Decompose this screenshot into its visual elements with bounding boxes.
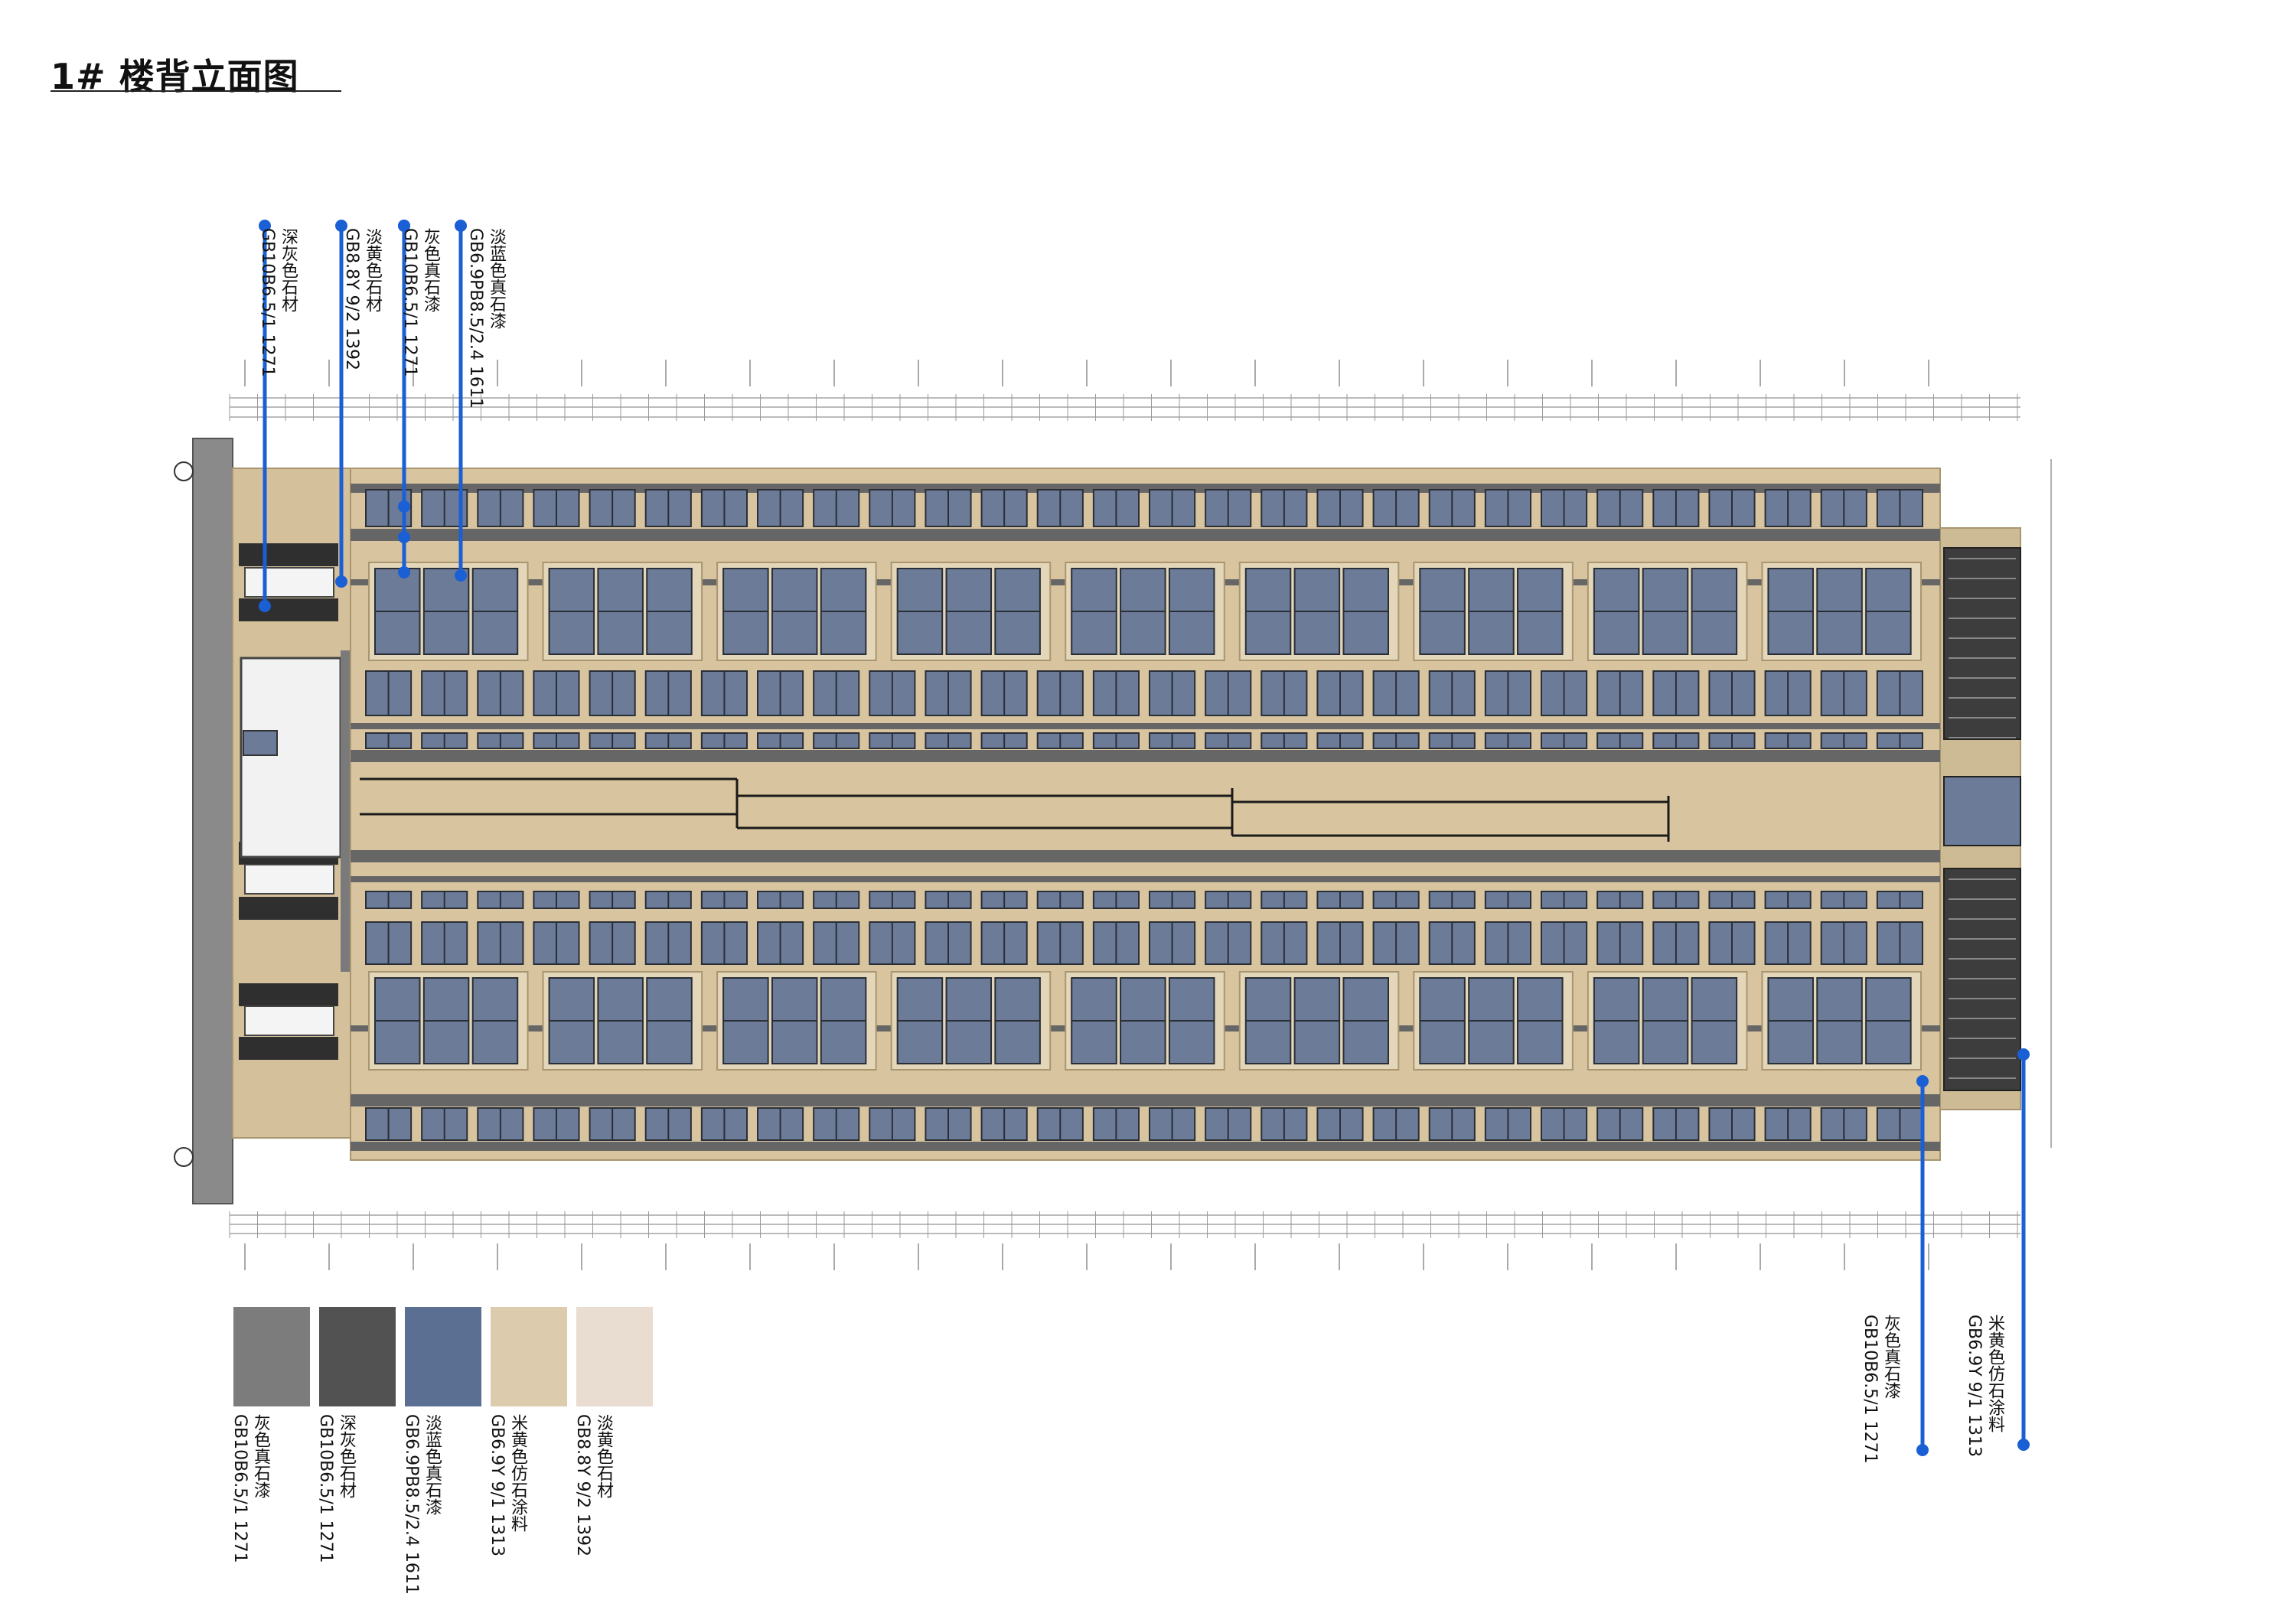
legend-label-1-name: 灰色真石漆 [251,1414,270,1498]
callout-bottom-1-name: 灰色真石漆 [1881,1315,1900,1399]
callout-top-4: 淡蓝色真石漆 GB6.9PB8.5/2.4 1611 [465,228,507,409]
callout-dot-top-4 [398,220,410,232]
core-dark-band-3 [239,897,338,920]
callout-dot-top-0 [259,220,271,232]
callout-bottom-2-code: GB6.9Y 9/1 1313 [1965,1315,1984,1457]
callout-bottom-1-code: GB10B6.5/1 1271 [1861,1315,1880,1464]
callout-markers [259,220,2030,1456]
callout-dot-bottom-start-0 [1916,1075,1929,1087]
callout-dot-bottom-start-1 [2017,1048,2030,1061]
callout-top-3-name: 灰色真石漆 [421,228,440,312]
legend-label-3-name: 淡蓝色真石漆 [422,1414,442,1515]
callout-dot-top-5 [455,220,467,232]
grid-bubble-1 [174,1147,194,1167]
gray-band-4 [351,750,1940,762]
title-underline [51,90,341,92]
callout-dot-bottom-end-0 [1916,1444,1929,1456]
callout-bottom-2-name: 米黄色仿石涂料 [1985,1315,2004,1432]
legend-label-1-code: GB10B6.5/1 1271 [230,1414,249,1563]
core-dark-band-1 [239,598,338,621]
legend-swatch-light-yellow [576,1307,653,1406]
callout-top-1-code: GB10B6.5/1 1271 [258,228,277,377]
gray-band-5 [351,850,1940,862]
callout-top-4-name: 淡蓝色真石漆 [487,228,506,329]
dimension-lines [174,360,2052,1270]
gray-band-0 [351,484,1940,493]
core-opening-0 [244,567,334,598]
legend-label-4-name: 米黄色仿石涂料 [508,1414,527,1532]
building-elevation [192,438,2021,1204]
legend-swatch-dark-gray [319,1307,396,1406]
callout-top-3: 灰色真石漆 GB10B6.5/1 1271 [400,228,441,377]
gray-band-6 [351,876,1940,882]
louver-block-0 [1943,547,2021,740]
legend-swatch-beige [491,1307,567,1406]
legend-label-4-code: GB6.9Y 9/1 1313 [488,1414,507,1556]
legend-swatch-gray [233,1307,310,1406]
legend-label-1: 灰色真石漆 GB10B6.5/1 1271 [230,1414,271,1563]
legend-swatch-light-blue [405,1307,481,1406]
legend-label-3: 淡蓝色真石漆 GB6.9PB8.5/2.4 1611 [401,1414,442,1595]
gray-band-3 [351,723,1940,729]
core-dark-band-0 [239,543,338,566]
core-opening-1 [244,864,334,895]
callout-top-1: 深灰色石材 GB10B6.5/1 1271 [257,228,298,377]
callout-top-2: 淡黄色石材 GB8.8Y 9/2 1392 [341,228,383,370]
callout-dot-end-1 [335,575,347,588]
callout-dot-end-4 [398,566,410,578]
gray-band-1 [351,529,1940,541]
core-dark-band-5 [239,1037,338,1060]
gray-band-9 [351,1142,1940,1151]
core-divider [341,650,351,972]
core-small-window [243,730,278,756]
gray-band-8 [351,1094,1940,1106]
legend-label-3-code: GB6.9PB8.5/2.4 1611 [402,1414,421,1595]
grid-bubble-0 [174,461,194,481]
core-dark-band-4 [239,983,338,1006]
legend-label-2: 深灰色石材 GB10B6.5/1 1271 [315,1414,357,1563]
callout-bottom-2: 米黄色仿石涂料 GB6.9Y 9/1 1313 [1964,1315,2005,1457]
legend-label-5: 淡黄色石材 GB8.8Y 9/2 1392 [572,1414,614,1556]
callout-dot-end-0 [259,600,271,612]
right-glass-panel [1943,776,2021,846]
legend-label-5-code: GB8.8Y 9/2 1392 [573,1414,592,1556]
callout-dot-end-5 [455,569,467,582]
callout-top-2-code: GB8.8Y 9/2 1392 [342,228,361,370]
legend-label-4: 米黄色仿石涂料 GB6.9Y 9/1 1313 [487,1414,528,1556]
callout-bottom-1: 灰色真石漆 GB10B6.5/1 1271 [1860,1315,1901,1464]
callout-dot-bottom-end-1 [2017,1439,2030,1451]
callout-top-1-name: 深灰色石材 [279,228,298,312]
callout-top-2-name: 淡黄色石材 [363,228,382,312]
core-large-opening [240,657,342,859]
legend-label-5-name: 淡黄色石材 [594,1414,613,1498]
legend-label-2-code: GB10B6.5/1 1271 [316,1414,335,1563]
core-opening-2 [244,1005,334,1036]
callout-top-4-code: GB6.9PB8.5/2.4 1611 [466,228,485,409]
callout-top-3-code: GB10B6.5/1 1271 [400,228,419,377]
legend-label-2-name: 深灰色石材 [337,1414,356,1498]
core-wall-gray [192,438,233,1204]
callout-dot-top-1 [335,220,347,232]
